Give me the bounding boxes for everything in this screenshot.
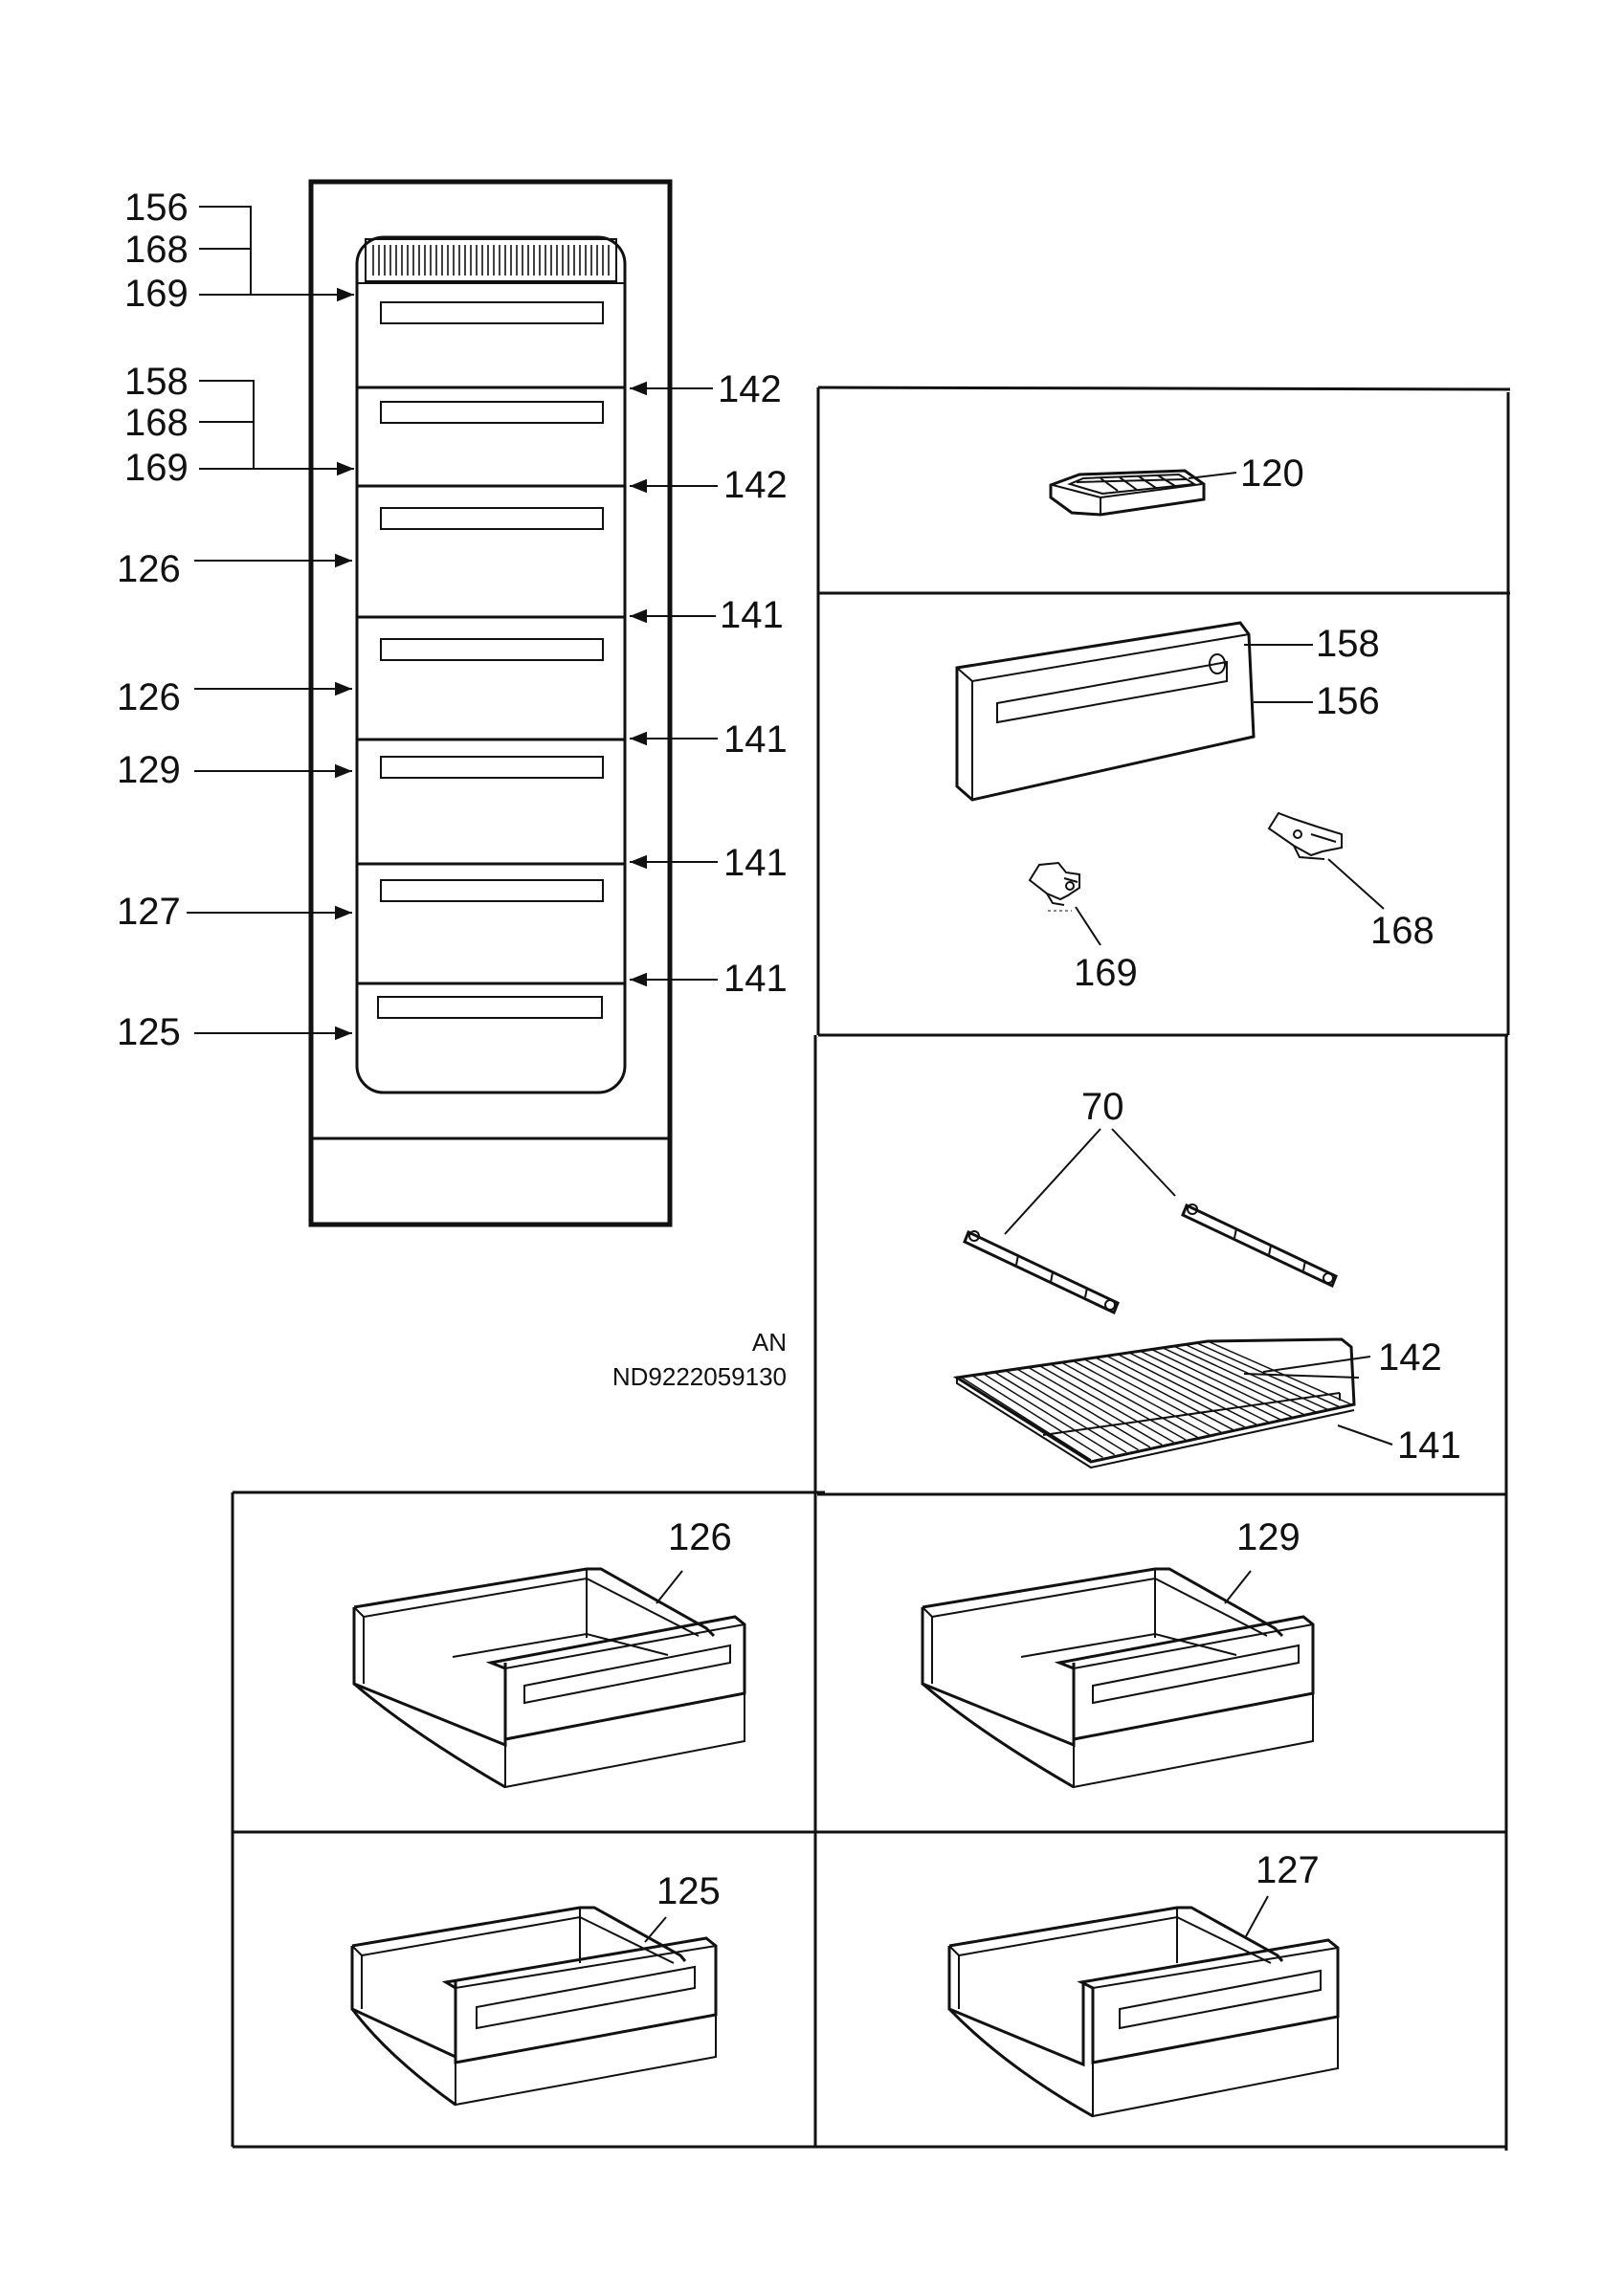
callout-141: 141 xyxy=(720,594,784,636)
drawer-125: 125 xyxy=(350,1870,721,2107)
vent-grille xyxy=(365,238,617,282)
label-129: 129 xyxy=(1236,1516,1301,1558)
callout-129: 129 xyxy=(117,749,181,791)
label-141: 141 xyxy=(1397,1424,1461,1467)
drawer-129: 129 xyxy=(921,1516,1315,1789)
drawer-icon xyxy=(947,1906,1340,2118)
callout-142b: 142 xyxy=(723,464,788,506)
label-125: 125 xyxy=(656,1870,721,1912)
shelf-icon xyxy=(952,1337,1360,1469)
callout-125: 125 xyxy=(117,1011,181,1053)
callout-141c: 141 xyxy=(723,842,788,884)
shelf-panel: 70 142 141 xyxy=(952,1086,1461,1469)
callout-142: 142 xyxy=(718,368,782,410)
callout-141b: 141 xyxy=(723,718,788,761)
drawer-icon xyxy=(352,1567,746,1789)
drawer-icon xyxy=(921,1567,1315,1789)
reference-number: ND9222059130 xyxy=(612,1362,787,1391)
label-156: 156 xyxy=(1316,680,1380,722)
callout-126: 126 xyxy=(117,548,181,590)
flap-icon xyxy=(955,621,1256,802)
label-142: 142 xyxy=(1378,1336,1442,1379)
callout-158: 158 xyxy=(124,361,189,403)
callout-168b: 168 xyxy=(124,402,189,444)
ice-tray-panel: 120 xyxy=(1049,453,1304,517)
label-168: 168 xyxy=(1370,910,1434,952)
left-callouts: 156 168 169 158 168 169 126 126 129 127 … xyxy=(117,187,354,1053)
callout-127: 127 xyxy=(117,891,181,933)
drawer-127: 127 xyxy=(947,1849,1340,2118)
reference-an: AN xyxy=(752,1328,787,1357)
reference-code: AN ND9222059130 xyxy=(612,1328,787,1391)
label-70: 70 xyxy=(1081,1086,1124,1128)
runner-icon xyxy=(1181,1203,1338,1289)
callout-141d: 141 xyxy=(723,958,788,1000)
label-169: 169 xyxy=(1074,952,1138,994)
runner-icon xyxy=(963,1229,1120,1315)
callout-169b: 169 xyxy=(124,447,189,489)
drawer-grid xyxy=(231,1490,1506,2149)
callout-168: 168 xyxy=(124,229,189,271)
drawer-handles xyxy=(377,301,604,1019)
label-126: 126 xyxy=(668,1516,732,1558)
right-panel-grid xyxy=(813,386,1511,2151)
hinge-icon xyxy=(1267,811,1343,860)
drawer-126: 126 xyxy=(352,1516,746,1789)
callout-126b: 126 xyxy=(117,676,181,718)
drawer-icon xyxy=(350,1906,718,2107)
ice-tray-icon xyxy=(1049,469,1206,517)
label-120: 120 xyxy=(1240,453,1304,495)
callout-169: 169 xyxy=(124,273,189,315)
callout-156: 156 xyxy=(124,187,189,229)
freezer-cabinet xyxy=(308,179,673,1227)
label-127: 127 xyxy=(1256,1849,1320,1891)
right-callouts: 142 142 141 141 141 141 xyxy=(630,368,788,1000)
label-158: 158 xyxy=(1316,623,1380,665)
flap-panel: 158 156 169 168 xyxy=(955,621,1434,994)
hinge-icon xyxy=(1028,861,1080,912)
